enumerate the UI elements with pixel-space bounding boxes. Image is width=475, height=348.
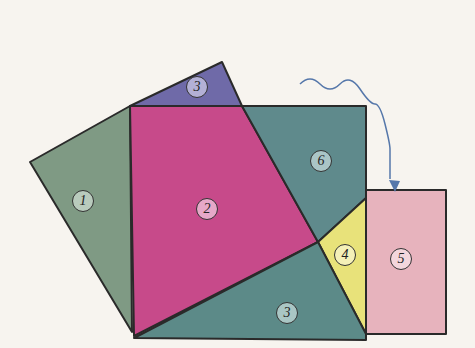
callout-number: 1: [72, 190, 94, 212]
callout-number: 3: [186, 76, 208, 98]
curly-arrow: [300, 79, 390, 179]
callout-number: 6: [310, 150, 332, 172]
callout-number: 4: [334, 244, 356, 266]
arrow-head: [389, 180, 400, 192]
callout-number: 3: [276, 302, 298, 324]
piece-1: [30, 106, 132, 332]
callout-number: 5: [390, 248, 412, 270]
piece-5: [366, 190, 446, 334]
piece-3-top: [130, 62, 242, 106]
piece-3-bottom: [134, 242, 366, 340]
callout-number: 2: [196, 198, 218, 220]
